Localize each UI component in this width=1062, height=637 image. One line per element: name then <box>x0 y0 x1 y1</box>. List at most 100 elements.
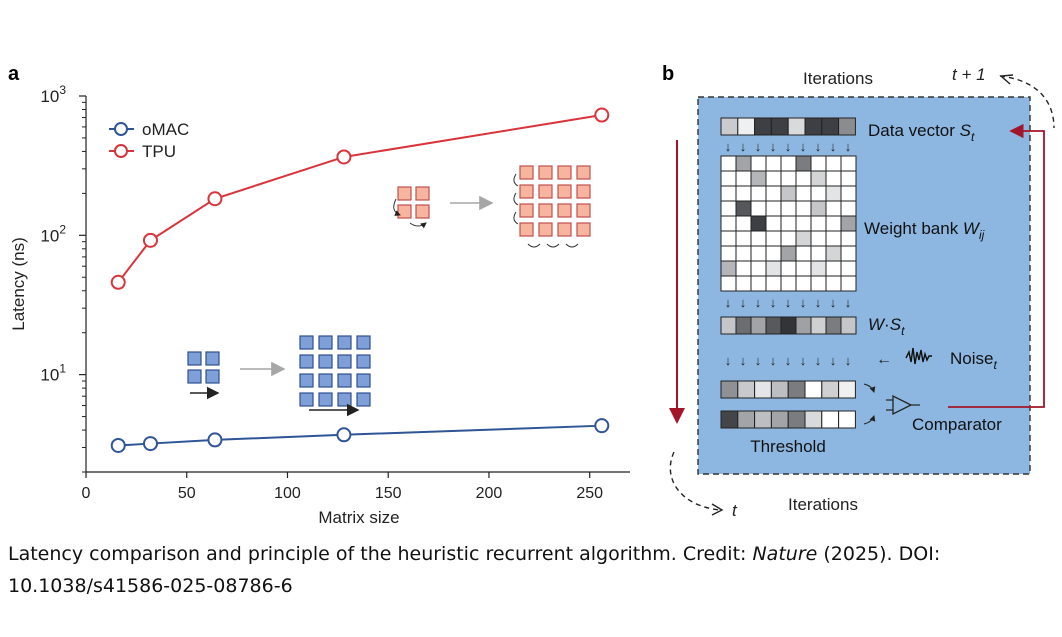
vector-cell <box>754 117 772 136</box>
noise-waveform-icon <box>905 347 932 365</box>
array-tile <box>397 186 412 201</box>
array-tile <box>337 335 352 350</box>
down-arrow: ↓ <box>830 139 837 154</box>
down-arrow: ↓ <box>725 139 732 154</box>
down-arrow: ↓ <box>770 139 777 154</box>
down-arrow: ↓ <box>830 295 837 310</box>
figure-caption: Latency comparison and principle of the … <box>8 538 1053 602</box>
chart-series <box>110 107 610 453</box>
array-tile <box>337 354 352 369</box>
down-arrow: ↓ <box>845 139 852 154</box>
matrix-cell-weighted <box>750 170 767 187</box>
data-vector <box>720 117 856 136</box>
down-arrow: ↓ <box>740 353 747 368</box>
omac-large-array <box>299 335 371 407</box>
arrow-row-product-to-comparator: ↓↓↓↓↓↓↓↓↓ <box>725 353 852 368</box>
panel-a-label: a <box>8 63 20 85</box>
matrix-cell <box>795 170 812 187</box>
comparator-label: Comparator <box>912 415 1002 434</box>
matrix-cell <box>795 260 812 277</box>
matrix-cell <box>795 245 812 262</box>
data-point-tpu <box>336 149 352 165</box>
cycle-arrow <box>546 243 560 248</box>
matrix-cell-weighted <box>780 245 797 262</box>
cycle-arrow <box>565 243 579 248</box>
threshold-input-arrow <box>863 415 876 425</box>
array-tile <box>557 184 572 199</box>
data-point-tpu <box>594 107 610 123</box>
down-arrow: ↓ <box>770 353 777 368</box>
down-arrow: ↓ <box>800 295 807 310</box>
matrix-cell <box>795 275 812 292</box>
down-arrow: ↓ <box>770 295 777 310</box>
down-arrow: ↓ <box>830 353 837 368</box>
matrix-cell-weighted <box>735 155 752 172</box>
vector-cell <box>737 410 756 429</box>
vector-cell <box>735 316 752 335</box>
vector-cell <box>810 316 827 335</box>
arrow-row-vector-to-matrix: ↓↓↓↓↓↓↓↓↓ <box>725 139 852 154</box>
matrix-cell <box>840 185 857 202</box>
array-tile <box>299 335 314 350</box>
matrix-cell-weighted <box>735 200 752 217</box>
x-tick-label: 200 <box>476 485 503 502</box>
matrix-cell <box>795 215 812 232</box>
legend-label-tpu: TPU <box>142 142 176 161</box>
array-tile <box>397 204 412 219</box>
matrix-cell <box>840 275 857 292</box>
array-tile <box>299 392 314 407</box>
tpu-array-illustration <box>393 165 591 248</box>
array-tile <box>337 373 352 388</box>
weight-matrix <box>720 155 857 292</box>
noise-arrow: ← <box>876 351 892 368</box>
tpu-small-array <box>397 186 430 219</box>
matrix-cell <box>780 275 797 292</box>
matrix-cell <box>795 200 812 217</box>
array-tile <box>187 351 202 366</box>
matrix-cell <box>720 245 737 262</box>
vector-cell <box>825 316 842 335</box>
array-tile <box>576 184 591 199</box>
matrix-cell-weighted <box>795 155 812 172</box>
data-point-omac <box>207 432 223 448</box>
tpu-cycle-arrow <box>393 198 401 216</box>
down-arrow: ↓ <box>740 295 747 310</box>
data-point-omac <box>110 437 126 453</box>
x-tick-label: 0 <box>82 485 91 502</box>
ws-vector <box>720 316 857 335</box>
y-tick-label: 101 <box>40 362 66 385</box>
vector-cell <box>720 410 739 429</box>
tpu-large-array <box>519 165 591 237</box>
matrix-cell <box>840 230 857 247</box>
matrix-cell <box>810 230 827 247</box>
matrix-cell <box>780 170 797 187</box>
tpu-cycle-arrows <box>513 173 579 248</box>
matrix-cell <box>750 200 767 217</box>
legend-item-omac: oMAC <box>109 120 189 139</box>
down-arrow: ↓ <box>755 353 762 368</box>
matrix-cell <box>840 200 857 217</box>
t-plus-one-label: t + 1 <box>952 65 986 84</box>
down-arrow: ↓ <box>785 139 792 154</box>
matrix-cell <box>810 185 827 202</box>
cycle-arrow <box>513 173 519 187</box>
array-tile <box>538 222 553 237</box>
vector-cell <box>770 410 789 429</box>
matrix-cell <box>765 245 782 262</box>
vector-cell <box>821 410 840 429</box>
matrix-cell <box>810 245 827 262</box>
matrix-cell <box>795 185 812 202</box>
array-tile <box>415 186 430 201</box>
cycle-arrow <box>513 211 519 225</box>
panel-b-label: b <box>662 63 674 85</box>
vector-cell <box>750 316 767 335</box>
matrix-cell <box>780 155 797 172</box>
series-line-tpu <box>117 114 602 283</box>
down-arrow: ↓ <box>755 139 762 154</box>
comparator-icon <box>886 394 920 416</box>
matrix-cell-weighted <box>780 185 797 202</box>
array-tile <box>318 335 333 350</box>
matrix-cell-weighted <box>810 260 827 277</box>
array-tile <box>519 203 534 218</box>
down-arrow: ↓ <box>740 139 747 154</box>
